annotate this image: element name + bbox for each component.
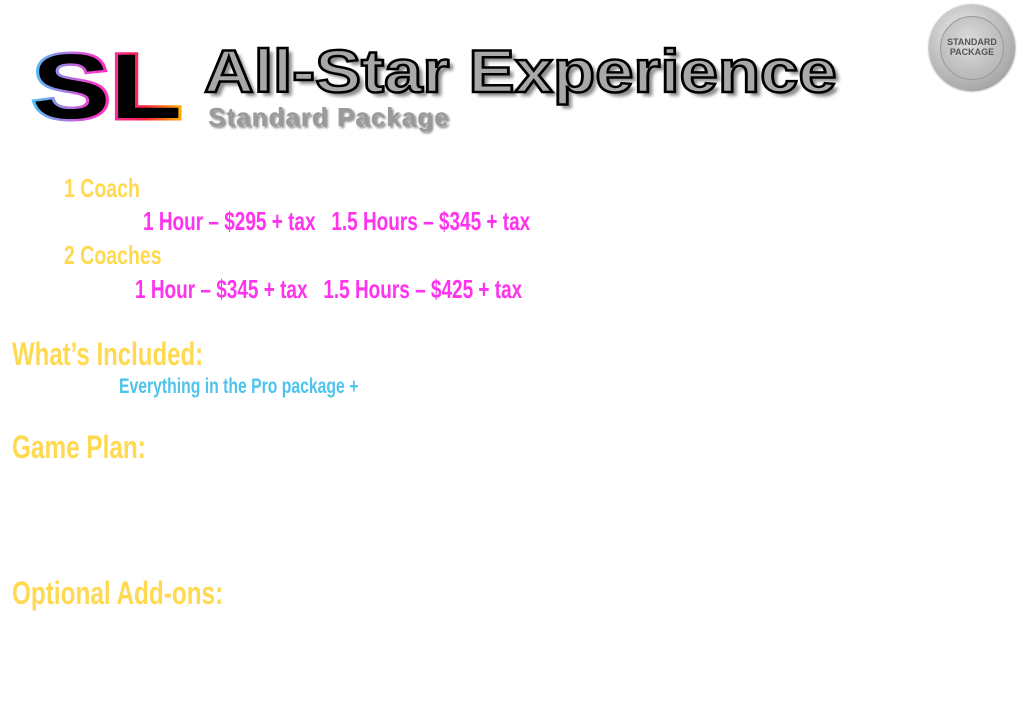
whats-included-text: Everything in the Pro package + — [119, 375, 359, 398]
standard-package-badge: STANDARD PACKAGE — [929, 5, 1015, 91]
whats-included-heading: What’s Included: — [12, 336, 204, 372]
badge-line1: STANDARD — [947, 37, 997, 48]
logo-text: SL — [32, 42, 182, 130]
badge-line2: PACKAGE — [949, 47, 995, 57]
page-subtitle: Standard Package — [208, 102, 450, 132]
one-coach-prices: 1 Hour – $295 + tax 1.5 Hours – $345 + t… — [143, 206, 531, 236]
page-title: All-Star Experience — [203, 38, 839, 105]
game-plan-heading: Game Plan: — [12, 429, 146, 465]
two-coaches-label: 2 Coaches — [64, 240, 162, 270]
one-coach-label: 1 Coach — [64, 173, 140, 203]
two-coaches-prices: 1 Hour – $345 + tax 1.5 Hours – $425 + t… — [135, 274, 523, 304]
sl-logo: SL — [28, 34, 188, 141]
optional-addons-heading: Optional Add-ons: — [12, 575, 224, 611]
